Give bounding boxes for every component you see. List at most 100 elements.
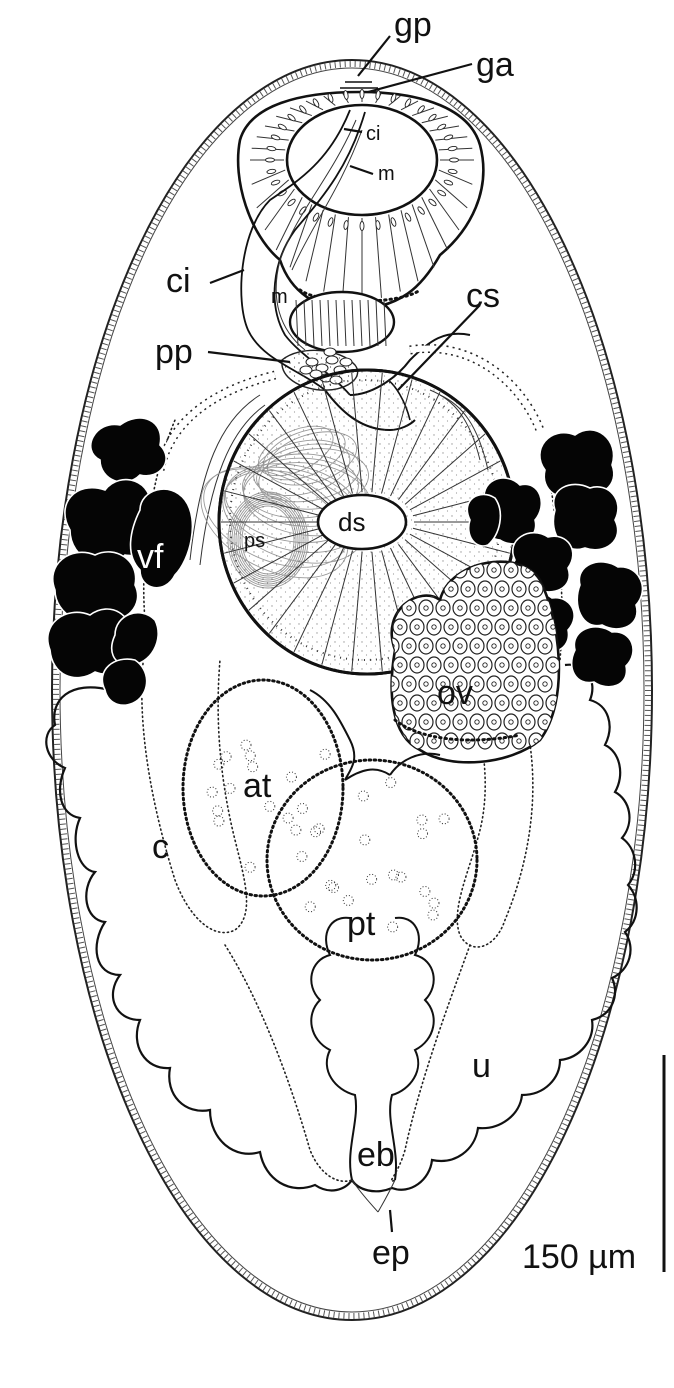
ovary-oocyte xyxy=(538,638,552,654)
ovary-oocyte xyxy=(504,600,518,616)
testis-follicle xyxy=(245,862,255,872)
ovary-oocyte xyxy=(487,600,501,616)
testis-follicle xyxy=(389,870,399,880)
ovary-oocyte xyxy=(410,733,424,749)
pharynx xyxy=(290,292,394,352)
testis-follicle xyxy=(305,902,315,912)
label-cs: cs xyxy=(466,277,500,315)
scale-bar-label: 150 µm xyxy=(522,1238,636,1276)
testis-follicle xyxy=(311,827,321,837)
prostate-cell xyxy=(324,348,336,356)
ovary-oocyte xyxy=(419,600,433,616)
ovary-oocyte xyxy=(444,619,458,635)
ovary-oocyte xyxy=(436,714,450,730)
ovary-oocyte xyxy=(495,695,509,711)
ovary-oocyte xyxy=(495,581,509,597)
ovary-oocyte xyxy=(444,657,458,673)
label-c: c xyxy=(152,828,169,866)
ovary-oocyte xyxy=(487,638,501,654)
testis-follicle xyxy=(297,851,307,861)
ovary-oocyte xyxy=(427,657,441,673)
ovary-oocyte xyxy=(512,619,526,635)
ovary-oocyte xyxy=(478,657,492,673)
ovary-oocyte xyxy=(385,676,399,692)
ovary-oocyte-nucleus xyxy=(398,739,402,743)
ovary-oocyte xyxy=(419,638,433,654)
label-u: u xyxy=(472,1047,491,1085)
testis-follicle xyxy=(367,874,377,884)
label-m: m xyxy=(271,286,288,308)
label-ci-oral: ci xyxy=(366,123,380,145)
label-ga: ga xyxy=(476,46,514,84)
ovary-oocyte xyxy=(521,638,535,654)
ovary-oocyte xyxy=(444,733,458,749)
testis-follicle xyxy=(320,749,330,759)
prostate-cell xyxy=(326,356,338,364)
ovary-oocyte xyxy=(504,638,518,654)
ovary-oocyte xyxy=(512,695,526,711)
ovary-oocyte xyxy=(478,733,492,749)
ovary-oocyte xyxy=(453,714,467,730)
label-ps: ps xyxy=(244,530,265,552)
testis-follicle xyxy=(241,740,251,750)
testis-follicle xyxy=(291,825,301,835)
ovary-oocyte xyxy=(393,619,407,635)
ovary-oocyte xyxy=(538,676,552,692)
ovary-oocyte xyxy=(393,695,407,711)
ovary-oocyte xyxy=(410,695,424,711)
ovary-oocyte xyxy=(529,695,543,711)
testis-follicle xyxy=(417,815,427,825)
vitellaria-left xyxy=(48,418,193,705)
label-m-oral: m xyxy=(378,163,395,185)
ovary-oocyte xyxy=(487,676,501,692)
oral-sucker-gland xyxy=(360,222,364,231)
ovary-oocyte xyxy=(504,714,518,730)
testis-follicle xyxy=(329,883,339,893)
label-vf: vf xyxy=(137,538,164,576)
testis-follicle xyxy=(358,791,368,801)
ovary-oocyte xyxy=(393,657,407,673)
label-pt: pt xyxy=(347,905,376,943)
label-pp: pp xyxy=(155,333,193,371)
testis-follicle xyxy=(418,829,428,839)
label-ds: ds xyxy=(338,507,365,537)
ovary-oocyte xyxy=(393,733,407,749)
ovary-oocyte xyxy=(436,600,450,616)
testis-follicle xyxy=(326,880,336,890)
ovary-oocyte xyxy=(419,714,433,730)
ovary-oocyte xyxy=(512,581,526,597)
label-eb: eb xyxy=(357,1136,395,1174)
oral-sucker-gland xyxy=(450,158,459,162)
ovary-oocyte xyxy=(427,619,441,635)
ovary-oocyte xyxy=(487,562,501,578)
testis-follicle xyxy=(297,803,307,813)
testis-follicle xyxy=(428,910,438,920)
label-ci: ci xyxy=(166,262,191,300)
testis-follicle xyxy=(214,759,224,769)
ovary-oocyte xyxy=(529,581,543,597)
prostate-cell xyxy=(306,358,318,366)
ovary-oocyte xyxy=(504,562,518,578)
testis-follicle xyxy=(207,787,217,797)
ovary-oocyte xyxy=(478,619,492,635)
testis-follicle xyxy=(221,752,231,762)
ovary-oocyte-nucleus xyxy=(551,739,555,743)
oral-sucker-gland xyxy=(266,158,275,162)
prostate-cell xyxy=(340,358,352,366)
ovary-oocyte xyxy=(495,733,509,749)
ovary-oocyte xyxy=(538,714,552,730)
ovary-oocyte xyxy=(470,600,484,616)
ovary-oocyte xyxy=(453,638,467,654)
ovary-oocyte xyxy=(478,695,492,711)
ovary-oocyte xyxy=(453,600,467,616)
label-gp: gp xyxy=(394,6,432,44)
testis-follicle xyxy=(283,813,293,823)
prostate-cell xyxy=(300,366,312,374)
label-ep: ep xyxy=(372,1234,410,1272)
ovary-oocyte xyxy=(461,619,475,635)
label-at: at xyxy=(243,767,272,805)
testis-follicle xyxy=(429,898,439,908)
ovary-oocyte xyxy=(495,657,509,673)
testis-follicle xyxy=(388,922,398,932)
